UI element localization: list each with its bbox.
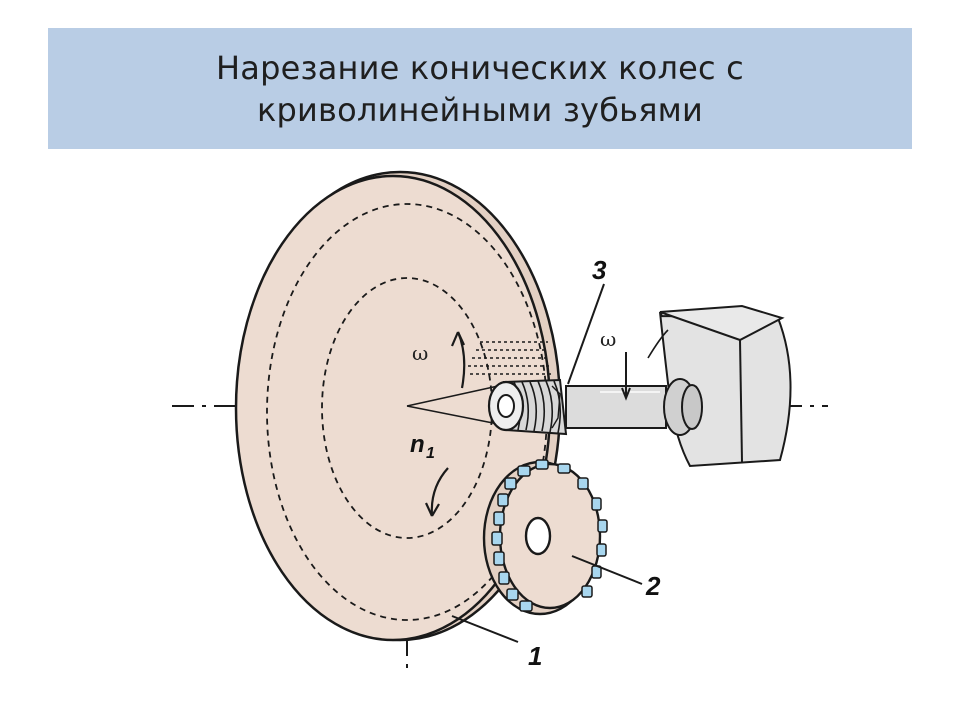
leader-cutter [567,283,605,385]
disk-rotation-arrows [425,331,466,517]
title-bar: Нарезание конических колес с криволинейн… [48,28,912,149]
cutter-shaft [565,378,703,436]
label-gear-number: 2 [645,571,661,601]
label-n-symbol: n [410,431,425,458]
page-title-line-2: криволинейными зубьями [257,90,703,129]
label-omega-disk: ω [412,341,428,365]
cutter-wedge [406,341,552,425]
label-n-subscript: 1 [426,445,435,462]
label-cutter-number: 3 [592,255,607,285]
bevel-gear-workpiece [482,459,608,616]
label-disk-number: 1 [528,641,542,671]
leader-disk [451,615,519,643]
page-title-line-1: Нарезание конических колес с [216,48,744,87]
label-omega-spindle: ω [600,327,616,351]
leader-lines [451,283,643,643]
leader-gear [571,555,643,585]
spiral-cutter [487,378,568,436]
